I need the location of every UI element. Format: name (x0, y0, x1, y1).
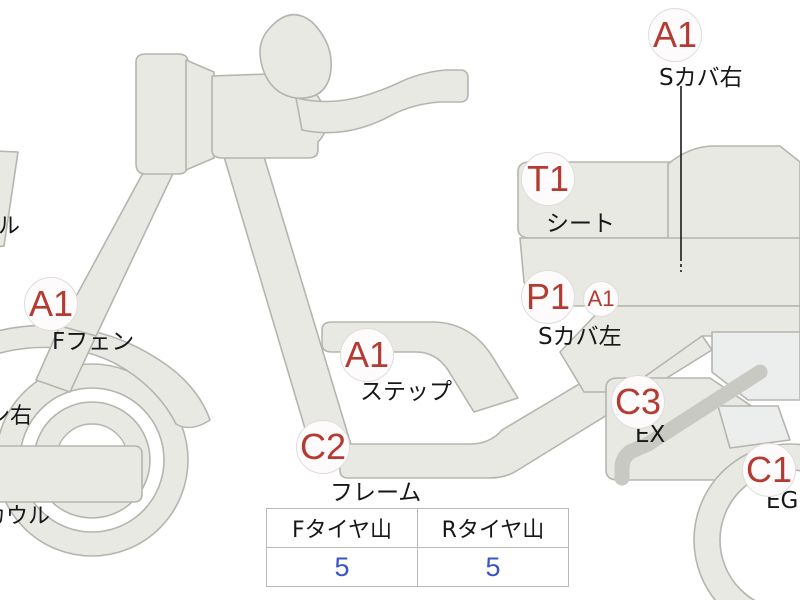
marker-t1-seat[interactable]: T1 (521, 152, 575, 206)
mirror (259, 13, 332, 99)
front-fork (35, 145, 187, 393)
part-label-step: ステップ (360, 379, 452, 405)
part-label-frame: フレーム (330, 480, 422, 506)
front-cowl-left-edge (0, 150, 19, 248)
exhaust-pipe (614, 364, 768, 486)
headlight-assembly (135, 53, 215, 175)
column-header-front-tire: Fタイヤ山 (266, 508, 418, 548)
marker-c1-engine[interactable]: C1 (742, 443, 796, 497)
table-row: 5 5 (266, 547, 569, 587)
edge-cowl: カウル (0, 504, 51, 529)
rear-side-cover-upper (667, 145, 800, 241)
column-header-rear-tire: Rタイヤ山 (417, 508, 569, 548)
main-frame-downtube (221, 149, 353, 453)
table-header-row: Fタイヤ山 Rタイヤ山 (266, 508, 569, 548)
part-label-scover-left: Sカバ左 (538, 324, 622, 350)
edge-wind-right: ン右 (0, 404, 33, 429)
edge-cowl-mirror: ル (0, 214, 21, 239)
value-rear-tire-tread[interactable]: 5 (417, 547, 569, 587)
marker-p1-scover-left[interactable]: P1 (521, 270, 575, 324)
marker-c3-exhaust[interactable]: C3 (611, 375, 665, 429)
part-label-scover-right: Sカバ右 (659, 65, 743, 91)
front-lower-cowl (0, 445, 143, 503)
marker-a1-ffender[interactable]: A1 (24, 277, 78, 331)
marker-c2-frame[interactable]: C2 (296, 420, 350, 474)
value-front-tire-tread[interactable]: 5 (266, 547, 418, 587)
part-label-ffender: Fフェン (52, 329, 135, 355)
part-label-seat: シート (546, 211, 615, 237)
marker-a1-step[interactable]: A1 (340, 328, 394, 382)
marker-a1-scover-left-sub[interactable]: A1 (583, 281, 619, 317)
handlebar-grip-right (295, 69, 469, 134)
marker-a1-scover-right[interactable]: A1 (648, 8, 702, 62)
tire-tread-table: Fタイヤ山 Rタイヤ山 5 5 (266, 508, 569, 587)
